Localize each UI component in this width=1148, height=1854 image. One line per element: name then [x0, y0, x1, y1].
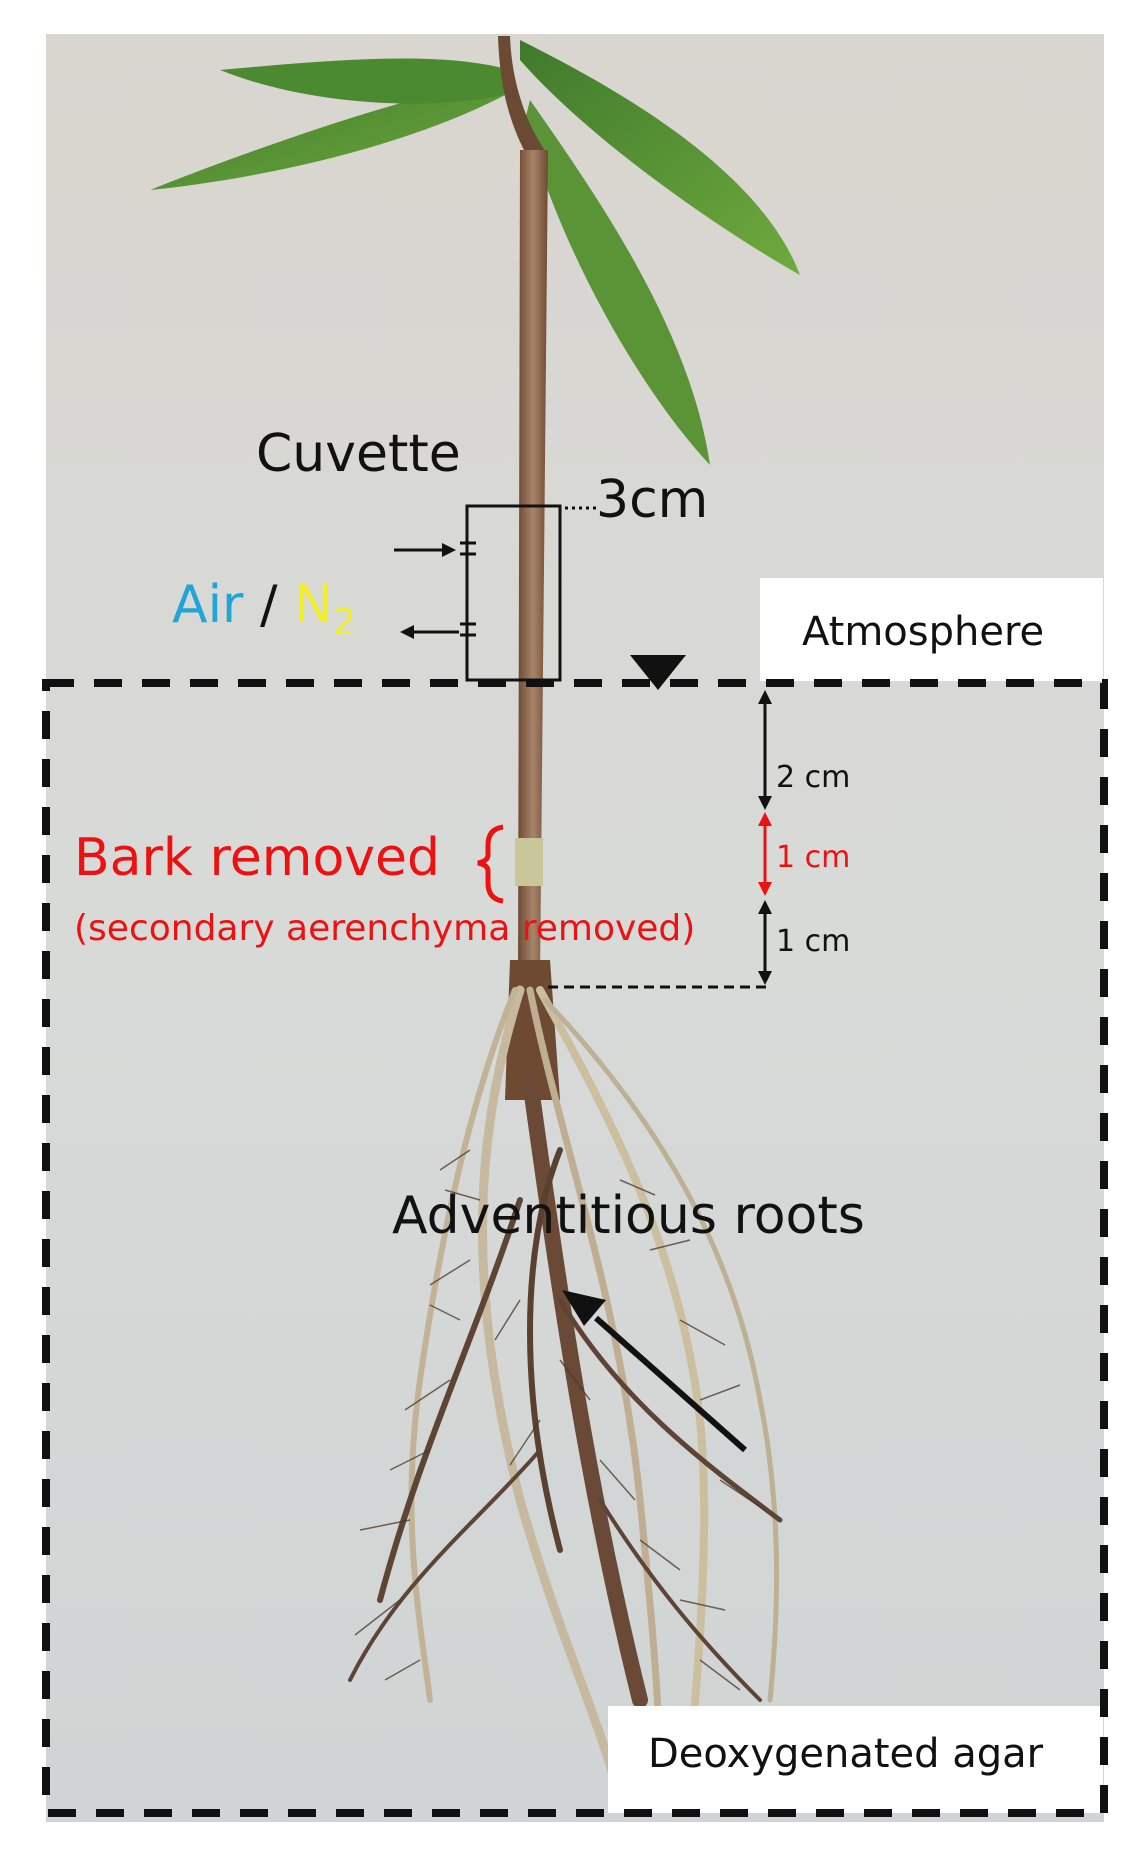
atmosphere-label: Atmosphere — [802, 609, 1045, 655]
bark-removed-section — [515, 838, 543, 886]
slash-label: / — [259, 575, 278, 635]
n2-subscript: 2 — [332, 602, 356, 643]
agar-label-box — [608, 1706, 1103, 1813]
stem — [518, 150, 548, 980]
leaf-right-2 — [525, 100, 710, 465]
photo-backdrop — [46, 34, 1104, 1822]
port-in — [460, 541, 476, 556]
n2-label: N — [294, 575, 333, 635]
adventitious-roots-label: Adventitious roots — [392, 1186, 865, 1246]
dist-2cm-label: 2 cm — [776, 760, 851, 795]
deoxygenated-agar-label: Deoxygenated agar — [648, 1731, 1044, 1777]
agar-boundary — [42, 679, 1108, 1817]
roots — [348, 985, 783, 1805]
leaf-left — [150, 80, 505, 190]
cuvette-length-label: 3cm — [596, 470, 709, 530]
leaf-top — [220, 58, 515, 104]
bark-removed-label: Bark removed — [74, 828, 441, 888]
water-level-triangle-icon — [630, 655, 686, 690]
dim-1cm — [758, 900, 772, 985]
dist-1cm-label: 1 cm — [776, 924, 851, 959]
leaf-right-1 — [520, 40, 800, 275]
port-out — [460, 622, 476, 637]
arrow-in-icon — [394, 543, 456, 557]
stem-upper — [498, 36, 548, 165]
cuvette-box — [465, 504, 562, 682]
gas-label: Air / N2 — [172, 579, 356, 641]
atmosphere-label-box — [760, 578, 1103, 681]
dim-1cm-red — [758, 812, 772, 896]
pointer-arrow-icon — [562, 1290, 747, 1453]
fine-root-hairs — [354, 1149, 766, 1746]
bark-brace — [477, 824, 504, 904]
dim-2cm — [758, 690, 772, 810]
air-label: Air — [172, 575, 244, 635]
bark-note-label: (secondary aerenchyma removed) — [74, 908, 696, 949]
arrow-out-icon — [400, 625, 459, 639]
cuvette-label: Cuvette — [256, 424, 461, 484]
dist-1cm-red-label: 1 cm — [776, 840, 851, 875]
